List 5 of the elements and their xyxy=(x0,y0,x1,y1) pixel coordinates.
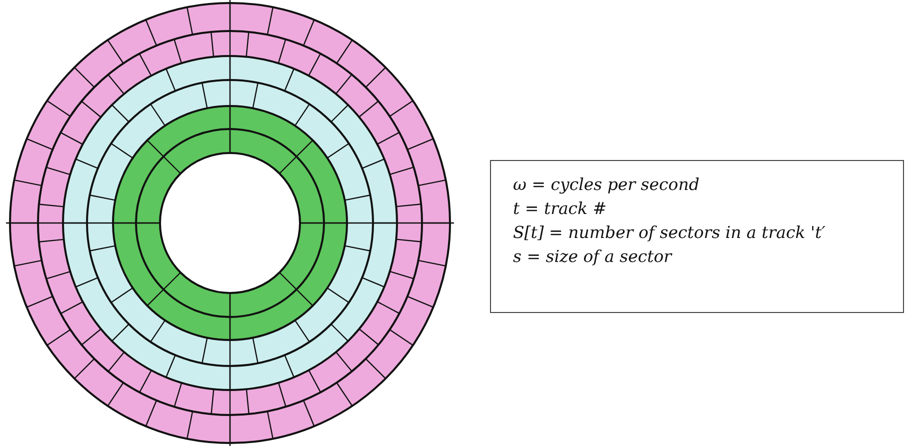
definition-text: ω = cycles per second xyxy=(513,174,700,196)
definition-text: S[t] = number of sectors in a track 't′ xyxy=(513,222,826,244)
definition-text: t = track # xyxy=(513,198,607,220)
definition-text: s = size of a sector xyxy=(513,246,672,268)
definitions-panel xyxy=(490,160,904,313)
